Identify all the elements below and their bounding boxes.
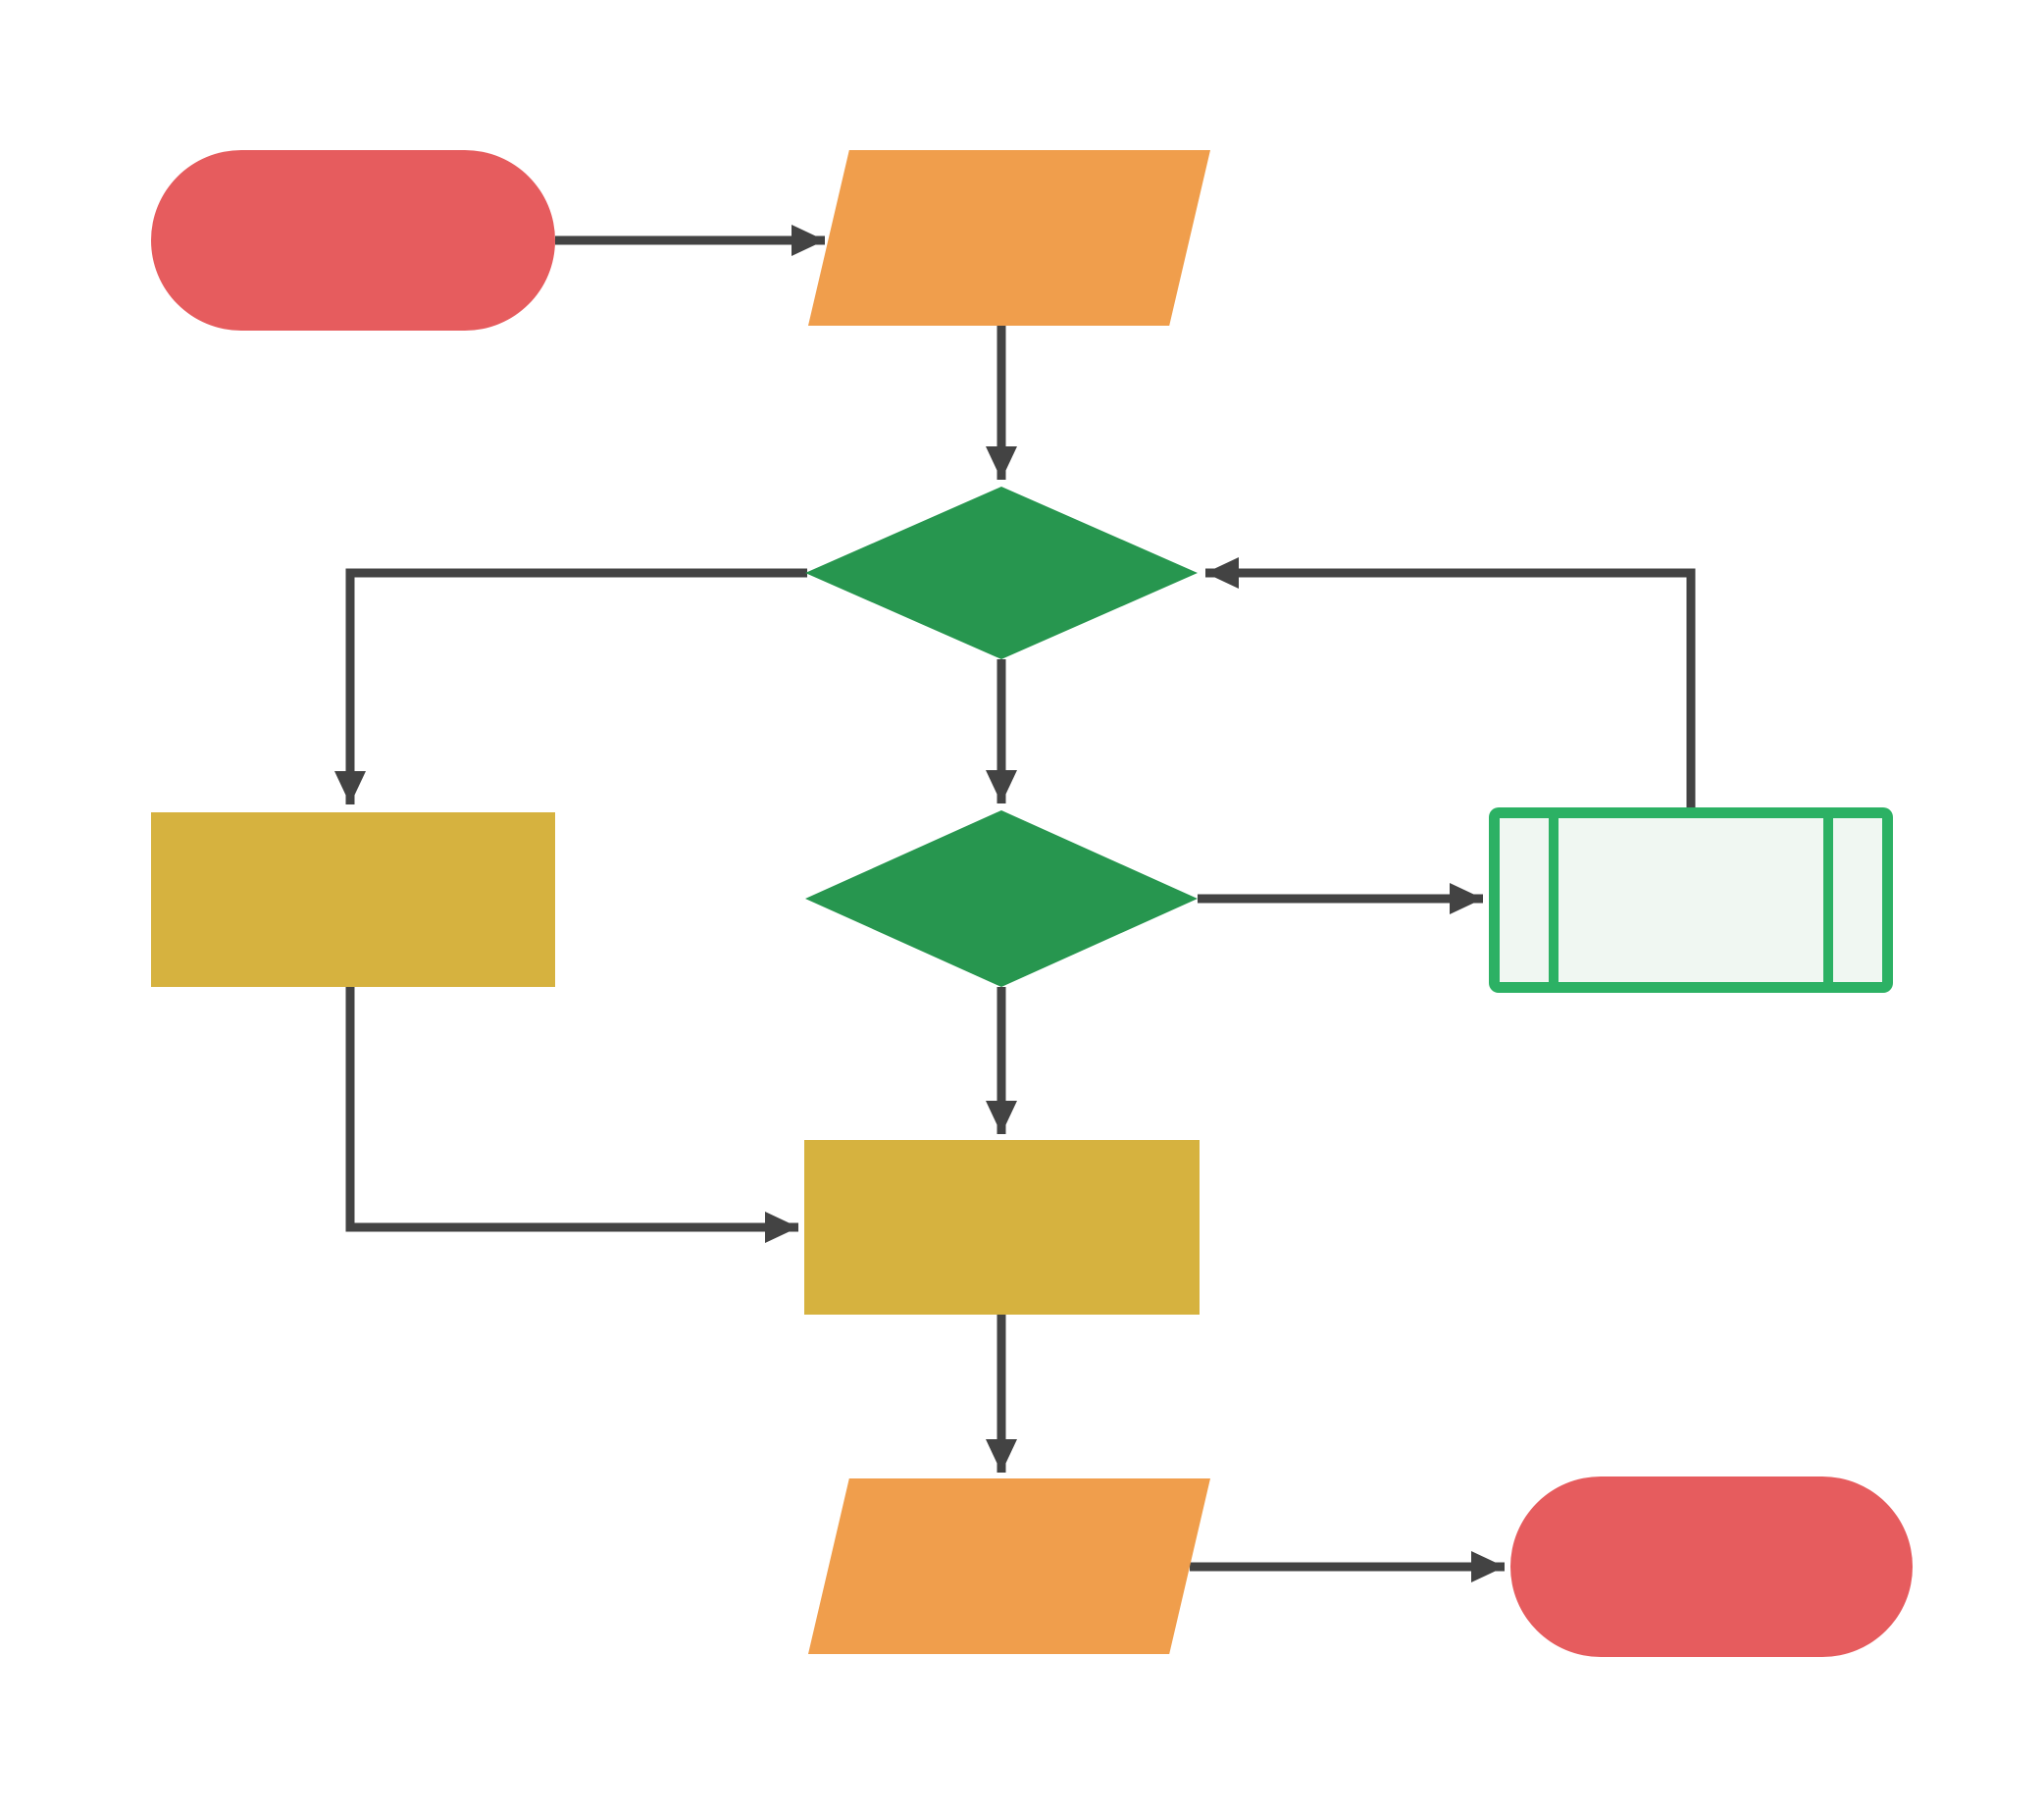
predefined-process-box[interactable] <box>1489 807 1893 993</box>
end-terminator[interactable] <box>1510 1476 1913 1657</box>
edge-processleft-to-processcenter[interactable] <box>345 987 798 1243</box>
process-left-rect[interactable] <box>151 812 555 987</box>
output-parallelogram[interactable] <box>808 1478 1210 1654</box>
predefined-right-bar <box>1823 818 1833 982</box>
input-parallelogram[interactable] <box>808 150 1210 326</box>
edge-predefined-to-decision1[interactable] <box>1205 557 1696 807</box>
process-center-rect[interactable] <box>804 1140 1200 1315</box>
predefined-left-bar <box>1549 818 1559 982</box>
edge-decision1-to-processleft[interactable] <box>334 568 807 804</box>
start-terminator[interactable] <box>151 150 555 331</box>
